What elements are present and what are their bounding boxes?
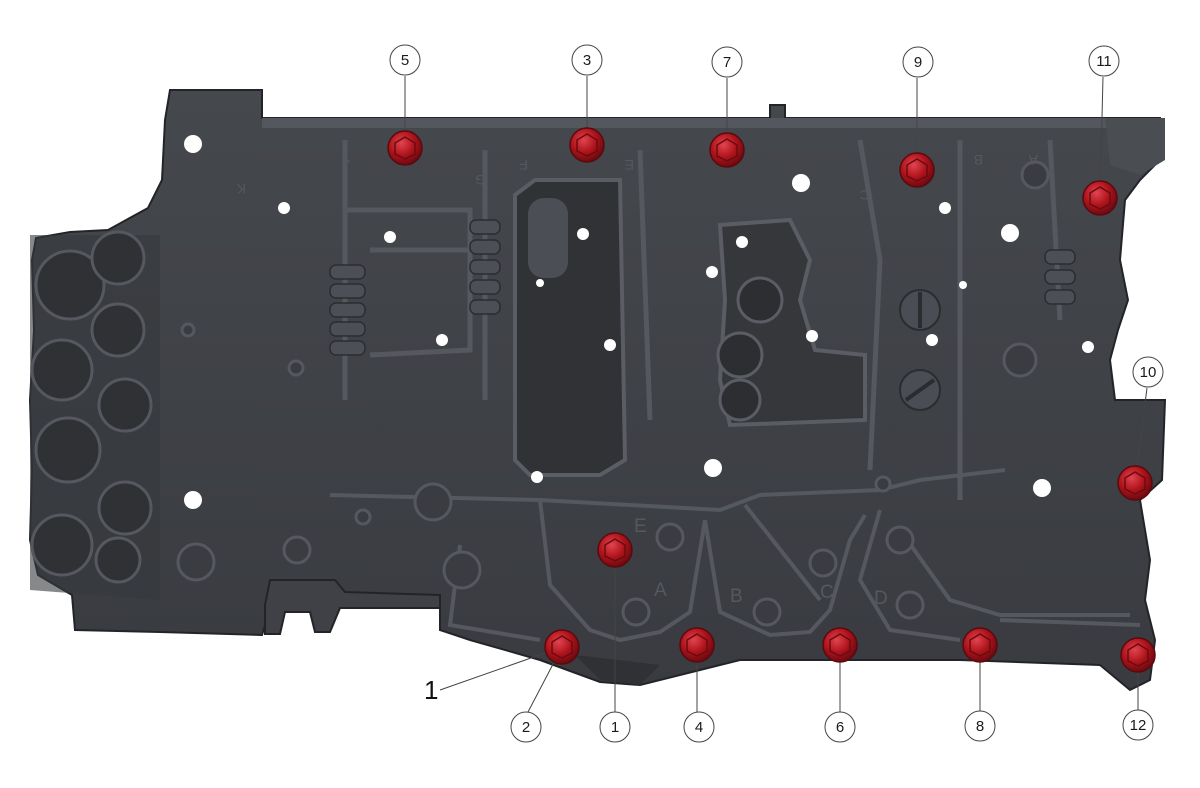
svg-text:C: C bbox=[860, 187, 870, 203]
callout-6: 6 bbox=[824, 711, 856, 743]
callout-11: 11 bbox=[1088, 45, 1120, 77]
spool-stacks bbox=[329, 219, 1076, 356]
callout-9: 9 bbox=[902, 46, 934, 78]
part-label: 1 bbox=[424, 675, 438, 705]
svg-text:7: 7 bbox=[723, 54, 731, 71]
svg-text:6: 6 bbox=[836, 719, 844, 736]
svg-text:D: D bbox=[874, 588, 888, 609]
svg-text:E: E bbox=[634, 516, 647, 537]
svg-text:C: C bbox=[820, 582, 834, 603]
bolt-8 bbox=[962, 627, 998, 663]
svg-text:G: G bbox=[475, 172, 486, 188]
svg-text:B: B bbox=[974, 152, 983, 168]
svg-text:10: 10 bbox=[1140, 364, 1157, 381]
svg-text:1: 1 bbox=[611, 719, 619, 736]
slotted-screws bbox=[899, 289, 941, 411]
svg-text:B: B bbox=[730, 586, 743, 607]
callout-7: 7 bbox=[711, 46, 743, 78]
bolt-6 bbox=[822, 627, 858, 663]
svg-text:3: 3 bbox=[583, 52, 591, 69]
svg-text:A: A bbox=[1028, 152, 1038, 168]
embossed-letters: E A B C D J G F E B A K C bbox=[236, 152, 1038, 609]
central-pocket bbox=[513, 178, 628, 477]
red-bolts bbox=[387, 127, 1156, 673]
callout-4: 4 bbox=[683, 711, 715, 743]
bolt-10 bbox=[1117, 465, 1153, 501]
callout-8: 8 bbox=[964, 710, 996, 742]
bolt-12 bbox=[1120, 637, 1156, 673]
bolt-9 bbox=[899, 152, 935, 188]
svg-text:2: 2 bbox=[522, 719, 530, 736]
svg-text:8: 8 bbox=[976, 718, 984, 735]
svg-text:12: 12 bbox=[1130, 717, 1147, 734]
bolt-7 bbox=[709, 132, 745, 168]
callout-1: 1 bbox=[599, 711, 631, 743]
callout-5: 5 bbox=[389, 44, 421, 76]
callout-12: 12 bbox=[1122, 709, 1154, 741]
bolt-4 bbox=[679, 627, 715, 663]
callout-3: 3 bbox=[571, 44, 603, 76]
bolt-1 bbox=[597, 532, 633, 568]
lower-channel-plate bbox=[329, 468, 1141, 643]
svg-text:9: 9 bbox=[914, 54, 922, 71]
callout-2: 2 bbox=[510, 711, 542, 743]
svg-text:11: 11 bbox=[1096, 53, 1112, 70]
bolt-3 bbox=[569, 127, 605, 163]
middle-feature bbox=[716, 217, 867, 428]
through-holes bbox=[184, 135, 1094, 509]
svg-text:J: J bbox=[343, 157, 350, 173]
svg-text:K: K bbox=[236, 181, 246, 197]
bolt-11 bbox=[1082, 180, 1118, 216]
callout-10: 10 bbox=[1132, 356, 1164, 388]
svg-text:4: 4 bbox=[695, 719, 703, 736]
callouts: 1 2 3 4 5 6 7 8 9 10 11 12 bbox=[389, 44, 1164, 743]
left-ports bbox=[30, 230, 153, 584]
bolt-2 bbox=[544, 629, 580, 665]
bottom-bracket bbox=[264, 579, 660, 685]
circular-bosses bbox=[176, 160, 1050, 627]
svg-text:5: 5 bbox=[401, 52, 409, 69]
svg-text:E: E bbox=[625, 157, 634, 173]
bolt-5 bbox=[387, 130, 423, 166]
svg-text:F: F bbox=[519, 157, 528, 173]
svg-text:A: A bbox=[654, 580, 667, 601]
